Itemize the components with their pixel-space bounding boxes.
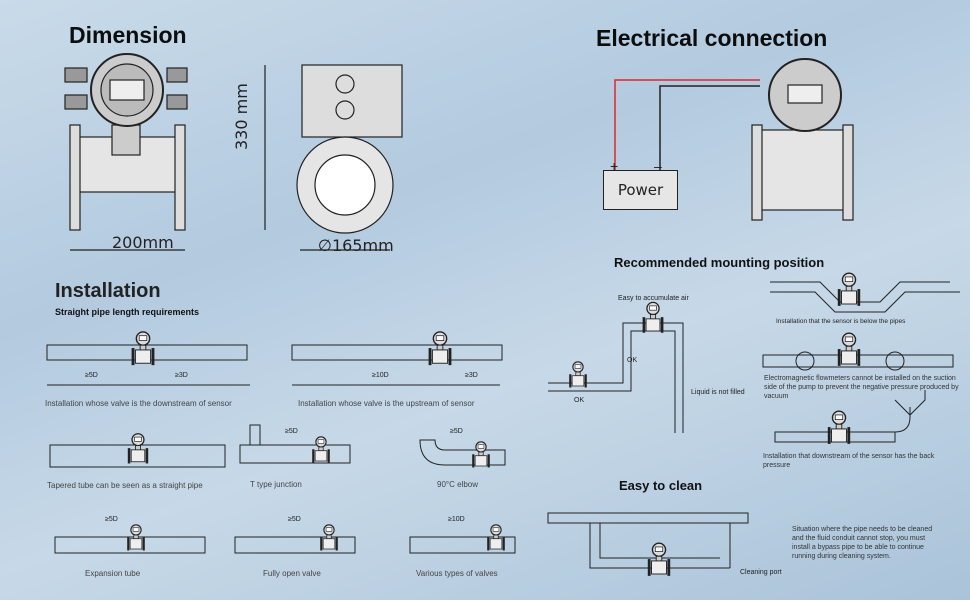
caption: Tapered tube can be seen as a straight p… xyxy=(47,481,203,490)
dim-label: ≥5D xyxy=(285,428,298,435)
dim-label: ≥3D xyxy=(465,372,478,379)
pump-caption: Electromagnetic flowmeters cannot be ins… xyxy=(764,375,959,400)
dim-label: ≥3D xyxy=(175,372,188,379)
clean-title: Easy to clean xyxy=(619,478,703,493)
caption: Installation whose valve is the downstre… xyxy=(45,399,232,408)
caption: T type junction xyxy=(250,480,302,489)
dim-label: ≥5D xyxy=(288,516,301,523)
power-supply-box: Power xyxy=(603,170,678,210)
back-pressure-caption: Installation that downstream of the sens… xyxy=(763,453,935,469)
negative-wire xyxy=(659,85,760,170)
below-caption: Installation that the sensor is below th… xyxy=(776,318,906,325)
dim-label: ≥10D xyxy=(448,516,465,523)
dim-label: ≥5D xyxy=(450,428,463,435)
cleaning-port-label: Cleaning port xyxy=(740,569,782,576)
caption: Various types of valves xyxy=(416,569,498,578)
dim-label: ≥5D xyxy=(85,372,98,379)
electrical-title: Electrical connection xyxy=(596,25,828,51)
power-label: Power xyxy=(617,181,664,199)
negative-terminal: – xyxy=(654,158,662,174)
meter-icons xyxy=(126,272,861,577)
dim-label: ≥10D xyxy=(372,372,389,379)
air-label: Easy to accumulate air xyxy=(618,295,689,302)
positive-terminal: + xyxy=(610,158,619,174)
ok-label: OK xyxy=(627,357,638,364)
caption: Installation whose valve is the upstream… xyxy=(298,399,475,408)
diameter-dimension: ∅165mm xyxy=(318,236,394,255)
caption: Expansion tube xyxy=(85,569,141,578)
width-dimension: 200mm xyxy=(112,233,174,252)
dim-label: ≥5D xyxy=(105,516,118,523)
caption: Fully open valve xyxy=(263,569,321,578)
not-filled-label: Liquid is not filled xyxy=(691,389,745,396)
clean-note: Situation where the pipe needs to be cle… xyxy=(792,526,933,560)
positive-wire xyxy=(614,79,760,170)
installation-title: Installation xyxy=(55,280,161,302)
flowmeter-electrical-view xyxy=(751,58,854,221)
flowmeter-side-view xyxy=(264,64,403,251)
mounting-title: Recommended mounting position xyxy=(614,255,825,270)
ok-label: OK xyxy=(574,397,585,404)
dimension-title: Dimension xyxy=(69,22,187,48)
caption: 90°C elbow xyxy=(437,480,478,489)
flowmeter-front-view xyxy=(64,53,188,251)
height-dimension: 330 mm xyxy=(232,83,251,150)
installation-subtitle: Straight pipe length requirements xyxy=(55,307,200,317)
